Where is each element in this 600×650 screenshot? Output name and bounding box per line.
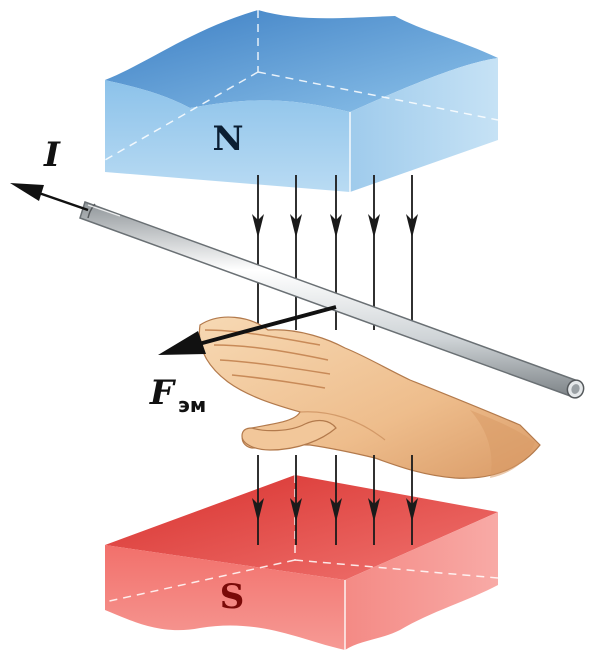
field-line-arrowhead-upper bbox=[330, 214, 342, 238]
magnetic-field-lines-upper bbox=[252, 175, 418, 330]
force-arrow bbox=[158, 305, 337, 355]
current-arrow bbox=[10, 183, 89, 212]
field-line-arrowhead-lower bbox=[368, 498, 380, 522]
magnetic-field-lines-lower bbox=[252, 455, 418, 545]
force-label: F bbox=[149, 373, 177, 413]
north-magnet bbox=[104, 10, 499, 192]
left-hand bbox=[198, 316, 541, 479]
field-line-arrowhead-lower bbox=[252, 498, 264, 522]
field-line-arrowhead-lower bbox=[330, 498, 342, 522]
field-line-arrowhead-upper bbox=[290, 214, 302, 238]
field-line-arrowhead-lower bbox=[290, 498, 302, 522]
current-label: I bbox=[43, 135, 61, 175]
south-magnet bbox=[104, 475, 499, 650]
north-pole-label: N bbox=[212, 119, 243, 159]
field-line-arrowhead-upper bbox=[368, 214, 380, 238]
south-pole-label: S bbox=[220, 577, 245, 617]
field-line-arrowhead-upper bbox=[406, 214, 418, 238]
conductor-wire bbox=[79, 201, 585, 399]
field-line-arrowhead-lower bbox=[406, 498, 418, 522]
force-subscript-label: эм bbox=[178, 393, 206, 417]
field-line-arrowhead-upper bbox=[252, 214, 264, 238]
